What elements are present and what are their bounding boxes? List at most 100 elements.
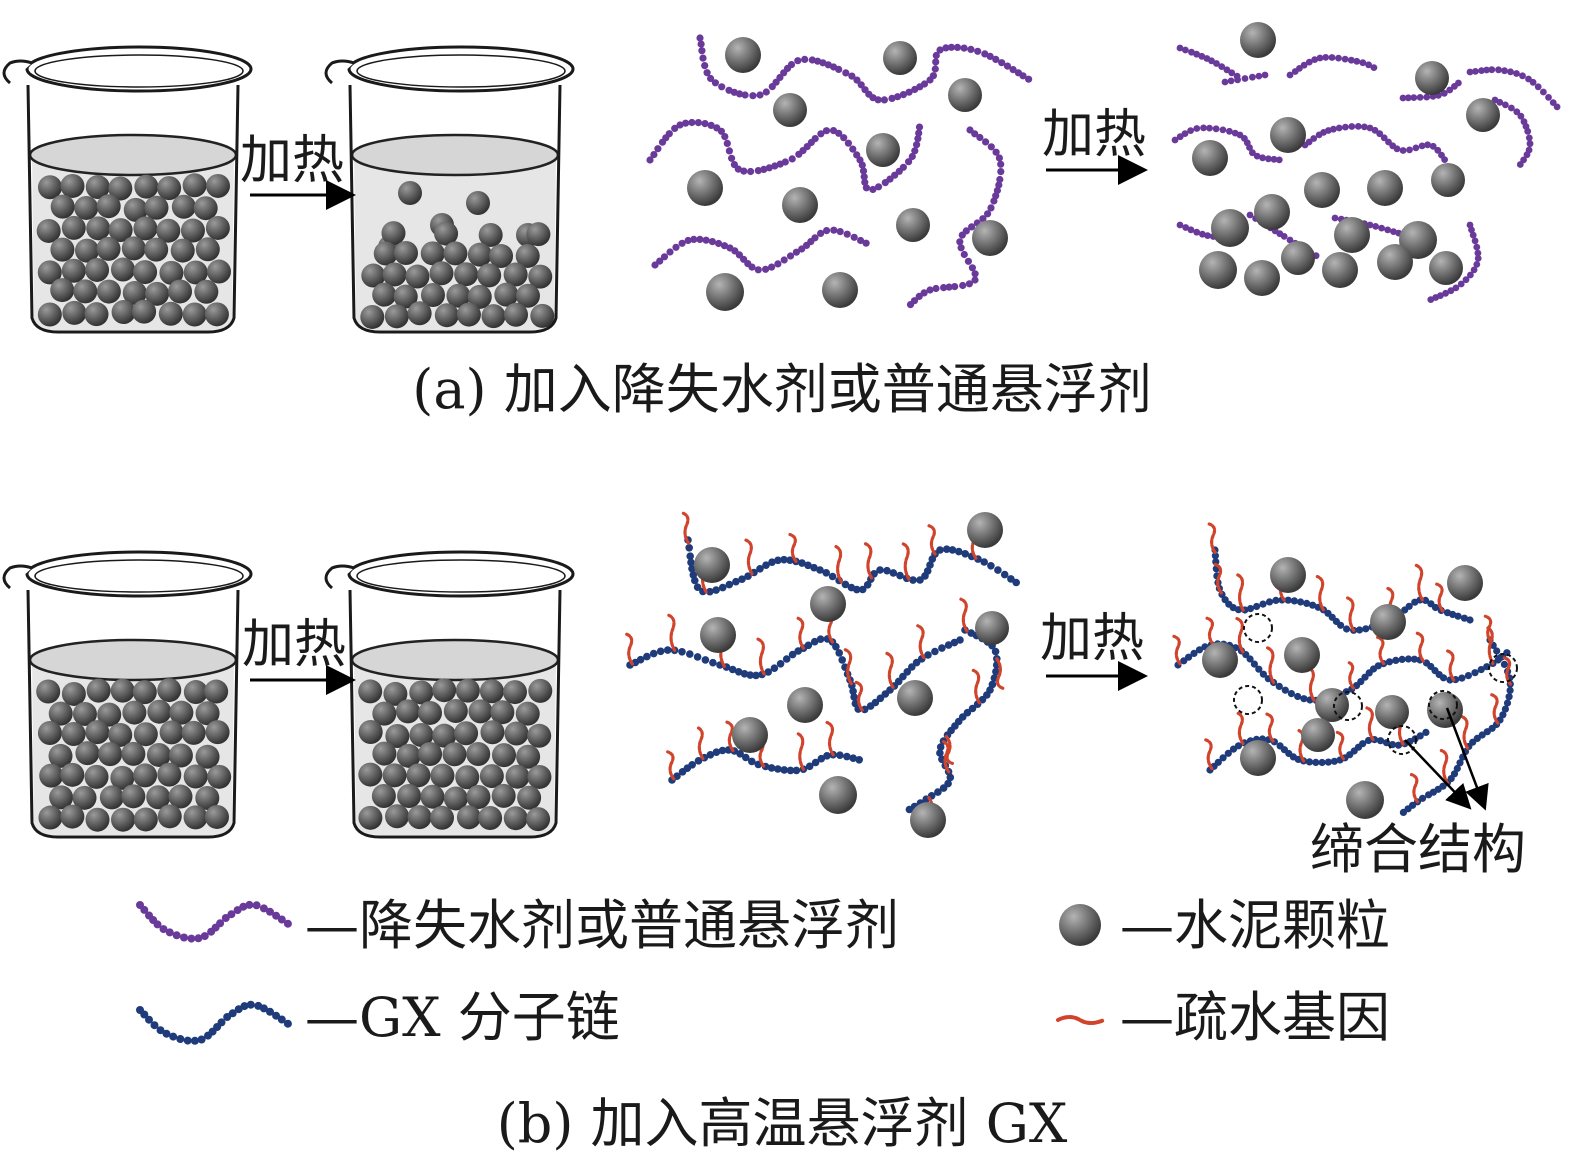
cement-particle — [467, 284, 492, 309]
chain-bead — [1012, 578, 1020, 587]
chain-bead — [1416, 732, 1424, 740]
chain-bead — [1294, 692, 1302, 701]
chain-bead — [1259, 600, 1267, 608]
chain-bead — [843, 230, 851, 238]
chain-bead — [1362, 625, 1370, 633]
chain-bead — [1376, 737, 1385, 745]
chain-bead — [774, 260, 782, 268]
chain-bead — [1265, 155, 1272, 163]
hydrophobic-tail — [1460, 714, 1470, 750]
chain-bead — [650, 151, 658, 159]
chain-bead — [239, 902, 248, 911]
chain-bead — [672, 243, 680, 251]
chain-bead — [939, 784, 948, 792]
gx-chain — [905, 626, 1001, 814]
chain-bead — [709, 658, 717, 667]
cement-particle — [84, 302, 109, 327]
chain-bead — [240, 1002, 249, 1011]
chain-bead — [926, 561, 934, 569]
chain-bead — [1255, 665, 1263, 673]
chain-bead — [216, 919, 225, 928]
cement-particle — [372, 741, 397, 766]
chain-bead — [1460, 614, 1468, 622]
cement-particle — [1447, 565, 1483, 601]
chain-bead — [1303, 599, 1311, 608]
cement-particle — [84, 764, 109, 789]
chain-bead — [1464, 672, 1472, 680]
hydrophobic-tail — [1172, 634, 1182, 666]
chain-bead — [1441, 156, 1448, 164]
association-label: 缔合结构 — [1310, 818, 1526, 881]
cement-particle — [193, 196, 218, 221]
cement-particle — [99, 785, 124, 810]
chain-bead — [956, 238, 964, 246]
cement-particle — [382, 763, 407, 788]
chain-bead — [844, 139, 853, 147]
chain-bead — [1000, 570, 1009, 579]
molecular-view-b-after — [1172, 522, 1518, 819]
chain-bead — [853, 585, 861, 594]
chain-bead — [1322, 54, 1330, 61]
chain-bead — [702, 236, 710, 244]
chain-bead — [734, 668, 743, 676]
chain-bead — [1343, 625, 1351, 633]
cement-particle — [145, 281, 170, 306]
chain-bead — [801, 55, 809, 64]
cement-particle — [527, 764, 552, 789]
chain-bead — [958, 231, 966, 239]
beaker-spout — [2, 564, 33, 590]
chain-bead — [1204, 232, 1211, 240]
cement-particle — [358, 720, 383, 745]
association-site-marker — [1333, 691, 1363, 721]
cement-particle — [491, 743, 516, 768]
cement-particle — [530, 303, 555, 328]
chain-bead — [754, 266, 762, 274]
chain-bead — [1477, 666, 1485, 674]
hydrophobic-tail — [916, 624, 926, 660]
chain-bead — [685, 544, 693, 552]
chain-bead — [971, 270, 979, 278]
legend-text-hydrophobic: —疏水基因 — [1120, 986, 1390, 1049]
heat-arrow-a1: 加热 — [240, 131, 356, 210]
chain-bead — [1218, 63, 1226, 70]
hydrophobic-tail — [901, 542, 911, 581]
chain-bead — [1305, 758, 1314, 766]
chain-bead — [967, 45, 975, 54]
hydrophobic-tail — [833, 544, 843, 584]
chain-bead — [1478, 67, 1485, 74]
chain-bead — [965, 280, 974, 288]
chain-bead — [1214, 758, 1222, 766]
cement-particle — [1240, 22, 1276, 58]
cement-particle — [1240, 740, 1276, 776]
cement-particle — [195, 237, 220, 262]
hydrophobic-tail — [1265, 712, 1275, 743]
chain-bead — [738, 575, 746, 583]
cement-particle — [910, 802, 946, 838]
chain-bead — [1342, 123, 1349, 131]
chain-bead — [1421, 596, 1430, 605]
chain-bead — [1458, 674, 1466, 682]
chain-bead — [857, 236, 865, 245]
chain-bead — [863, 581, 872, 589]
hydrophobic-tail — [1205, 616, 1215, 646]
cement-particle — [477, 263, 502, 288]
chain-bead — [1534, 83, 1542, 91]
chain-bead — [740, 167, 748, 175]
cement-particle — [467, 242, 492, 267]
cement-particle — [385, 723, 410, 748]
chain-bead — [1364, 736, 1373, 745]
chain-bead — [947, 43, 956, 51]
chain-bead — [1305, 138, 1313, 146]
hydrophobic-tail — [695, 725, 705, 761]
cement-particle — [503, 806, 528, 831]
chain-bead — [1502, 101, 1509, 109]
cement-particle — [111, 807, 136, 832]
cement-particle — [819, 776, 857, 814]
chain-bead — [1312, 758, 1320, 767]
chain-bead — [974, 47, 982, 55]
chain-bead — [736, 90, 744, 98]
chain-bead — [1399, 147, 1407, 154]
chain-bead — [1371, 126, 1379, 134]
cement-particle — [96, 279, 121, 304]
chain-bead — [140, 905, 149, 914]
